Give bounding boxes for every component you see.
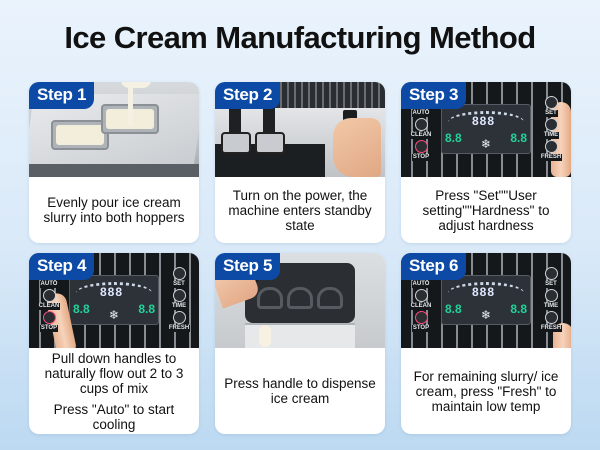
panel-label: CLEAN xyxy=(409,303,433,310)
panel-label: CLEAN xyxy=(409,132,433,139)
snowflake-icon: ❄ xyxy=(481,308,492,322)
panel-label: STOP xyxy=(39,325,59,332)
snowflake-icon: ❄ xyxy=(109,308,120,322)
display-left: 8.8 xyxy=(445,302,462,316)
panel-label: AUTO xyxy=(39,281,59,288)
panel-label: FRESH xyxy=(539,325,563,332)
display-left: 8.8 xyxy=(73,302,90,316)
panel-label: TIME xyxy=(542,303,560,310)
step-badge: Step 6 xyxy=(401,253,467,280)
lcd-display: 888 8.8 8.8 ❄ xyxy=(69,275,159,325)
panel-label: FRESH xyxy=(167,325,191,332)
step-description: Press handle to dispense ice cream xyxy=(219,348,381,434)
panel-label: AUTO xyxy=(411,281,431,288)
step-text: Press handle to dispense ice cream xyxy=(224,376,376,406)
display-main: 888 xyxy=(472,114,496,128)
step-card-6: 888 8.8 8.8 ❄ AUTO CLEAN STOP SET TIME F… xyxy=(401,253,571,434)
panel-label: AUTO xyxy=(411,110,431,117)
step-description: Press "Set""User setting""Hardness" to a… xyxy=(405,177,567,243)
step-text: Evenly pour ice cream slurry into both h… xyxy=(43,195,185,225)
display-main: 888 xyxy=(100,285,124,299)
step-description: Pull down handles to naturally flow out … xyxy=(33,348,195,434)
step-text: For remaining slurry/ ice cream, press "… xyxy=(413,368,559,414)
panel-label: CLEAN xyxy=(37,303,61,310)
control-panel-image: 888 8.8 8.8 ❄ AUTO CLEAN STOP SET TIME F… xyxy=(401,253,571,348)
panel-label: SET xyxy=(544,281,558,288)
step-card-4: 888 8.8 8.8 ❄ AUTO CLEAN STOP SET TIME F… xyxy=(29,253,199,434)
lcd-display: 888 8.8 8.8 ❄ xyxy=(441,104,531,154)
snowflake-icon: ❄ xyxy=(481,137,492,151)
step-text: Press "Auto" to start cooling xyxy=(53,401,175,432)
step-card-1: Step 1 Evenly pour ice cream slurry into… xyxy=(29,82,199,243)
step-card-2: Step 2 Turn on the power, the machine en… xyxy=(215,82,385,243)
step-text: Press "Set""User setting""Hardness" to a… xyxy=(422,187,550,233)
panel-label: TIME xyxy=(170,303,188,310)
step-card-3: 888 8.8 8.8 ❄ AUTO CLEAN STOP SET TIME F… xyxy=(401,82,571,243)
panel-label: FRESH xyxy=(539,154,563,161)
panel-label: SET xyxy=(544,110,558,117)
page-title: Ice Cream Manufacturing Method xyxy=(64,20,536,55)
step-text: Turn on the power, the machine enters st… xyxy=(228,187,372,233)
display-right: 8.8 xyxy=(510,302,527,316)
hoppers-pouring-image xyxy=(29,82,199,177)
step-badge: Step 1 xyxy=(29,82,95,109)
step-badge: Step 5 xyxy=(215,253,281,280)
step-badge: Step 3 xyxy=(401,82,467,109)
display-left: 8.8 xyxy=(445,131,462,145)
step-description: Turn on the power, the machine enters st… xyxy=(219,177,381,243)
step-card-5: Step 5 Press handle to dispense ice crea… xyxy=(215,253,385,434)
panel-label: TIME xyxy=(542,132,560,139)
step-description: Evenly pour ice cream slurry into both h… xyxy=(33,177,195,243)
panel-label: SET xyxy=(172,281,186,288)
lcd-display: 888 8.8 8.8 ❄ xyxy=(441,275,531,325)
display-right: 8.8 xyxy=(510,131,527,145)
display-main: 888 xyxy=(472,285,496,299)
step-badge: Step 2 xyxy=(215,82,281,109)
panel-label: STOP xyxy=(411,325,431,332)
step-badge: Step 4 xyxy=(29,253,95,280)
step-description: For remaining slurry/ ice cream, press "… xyxy=(405,348,567,434)
step-text: Pull down handles to naturally flow out … xyxy=(44,350,184,396)
display-right: 8.8 xyxy=(138,302,155,316)
panel-label: STOP xyxy=(411,154,431,161)
